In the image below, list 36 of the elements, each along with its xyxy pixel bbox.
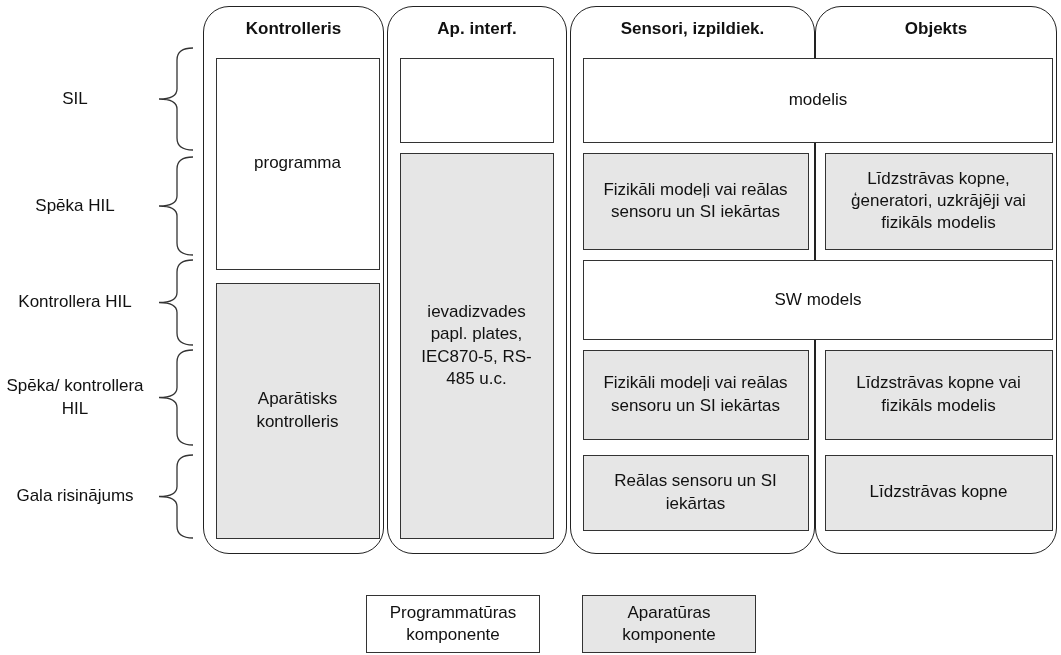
box-text: ievadizvades papl. plates, IEC870-5, RS-485 u.c. — [420, 301, 533, 390]
box-text: Līdzstrāvas kopne, ģeneratori, uzkrājēji vai fizikāls modelis — [850, 167, 1027, 235]
hardware-box — [582, 152, 809, 250]
hardware-box — [399, 152, 554, 539]
hardware-box — [582, 454, 809, 531]
row-label: Spēka/ kontrollera HIL — [5, 375, 145, 420]
hardware-box — [215, 282, 380, 539]
hardware-box — [824, 349, 1053, 440]
hardware-box — [824, 454, 1053, 531]
column-header: Kontrolleris — [244, 19, 343, 39]
software-box — [215, 57, 380, 270]
row-label: Kontrollera HIL — [17, 291, 133, 314]
hardware-box — [582, 349, 809, 440]
box-text: Reālas sensoru un SI iekārtas — [613, 470, 778, 515]
column-panel — [203, 6, 384, 554]
software-box — [583, 58, 1053, 143]
box-text: programma — [254, 152, 341, 175]
box-text: Līdzstrāvas kopne vai fizikāls modelis — [855, 372, 1022, 417]
box-text: Līdzstrāvas kopne — [869, 481, 1008, 504]
column-header: Sensori, izpildiek. — [619, 19, 766, 39]
box-text: Fizikāli modeļi vai reālas sensoru un SI iekārtas — [602, 372, 789, 417]
software-box — [399, 57, 554, 143]
legend-box: Aparatūras komponente — [582, 595, 756, 653]
box-text: Fizikāli modeļi vai reālas sensoru un SI iekārtas — [602, 178, 789, 223]
box-text: Aparātisks kontrolleris — [255, 388, 340, 433]
box-text: modelis — [788, 89, 848, 112]
hardware-box — [824, 152, 1053, 250]
box-text: SW models — [774, 288, 862, 311]
column-header: Objekts — [903, 19, 969, 39]
row-label: SIL — [61, 87, 89, 110]
row-label: Spēka HIL — [34, 194, 116, 217]
legend-box: Programmatūras komponente — [366, 595, 540, 653]
column-panel — [387, 6, 567, 554]
row-label: Gala risinājums — [15, 485, 135, 508]
software-box — [583, 260, 1053, 340]
column-header: Ap. interf. — [436, 19, 518, 39]
